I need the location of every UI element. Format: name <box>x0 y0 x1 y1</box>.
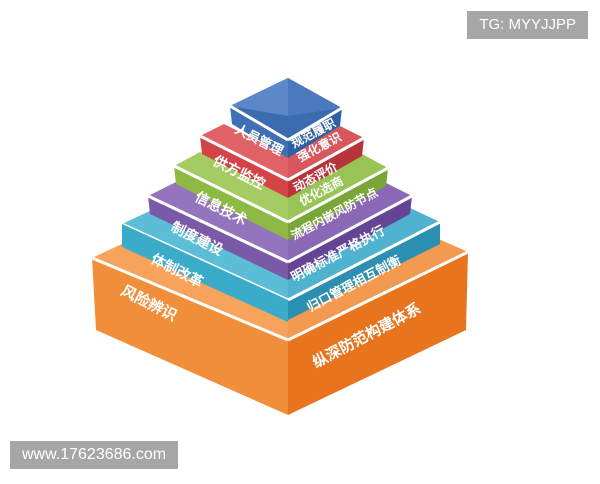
tier-6-right-ledge <box>288 236 468 340</box>
tier-6-left-ledge <box>92 240 288 340</box>
tier-3-right-face <box>288 168 388 240</box>
tier-5-left-ledge <box>122 210 288 300</box>
tier-6-left-face <box>92 258 288 415</box>
tier-6-risk-identification <box>91 236 469 415</box>
tier-4-institution-building <box>147 182 413 280</box>
tier-3-information-technology <box>173 152 389 240</box>
tier-2-right-ledge <box>288 126 364 180</box>
watermark-top-right: TG: MYYJJPP <box>467 11 588 39</box>
tier-4-right-face <box>288 196 412 280</box>
tier-2-right-face <box>288 138 364 198</box>
tier-3-right-ledge <box>288 154 388 222</box>
tier-3-left-ledge <box>174 152 288 222</box>
tier-2-supplier-monitoring <box>199 124 365 198</box>
tier-1-personnel-management <box>229 78 343 158</box>
tier-6-right-face <box>288 252 468 415</box>
tier-4-right-ledge <box>288 182 412 262</box>
tier-3-left-face <box>174 166 288 240</box>
tier-2-left-ledge <box>200 124 288 180</box>
tier-1-right-face <box>288 108 342 158</box>
tier-1-left-face <box>230 106 288 158</box>
tier-5-right-ledge <box>288 208 440 300</box>
tier-5-left-body <box>122 224 288 320</box>
tier-2-left-face <box>200 136 288 198</box>
watermark-bottom-left: www.17623686.com <box>10 441 179 469</box>
tier-4-left-ledge <box>148 182 288 262</box>
tier-4-left-face <box>148 196 288 280</box>
